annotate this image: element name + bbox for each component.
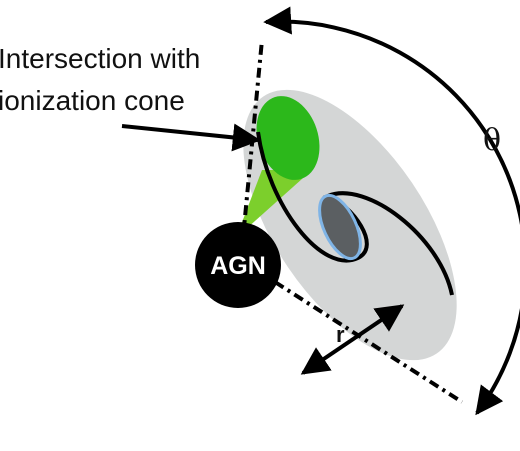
intersection-label-line2: ionization cone — [0, 85, 185, 116]
radius-label: r — [336, 322, 345, 347]
intersection-label-line1: Intersection with — [0, 43, 200, 74]
agn-label: AGN — [210, 252, 266, 280]
agn-circle — [195, 222, 281, 308]
theta-label: θ — [483, 123, 501, 158]
label-arrow — [121, 123, 261, 152]
theta-arc — [263, 6, 520, 416]
